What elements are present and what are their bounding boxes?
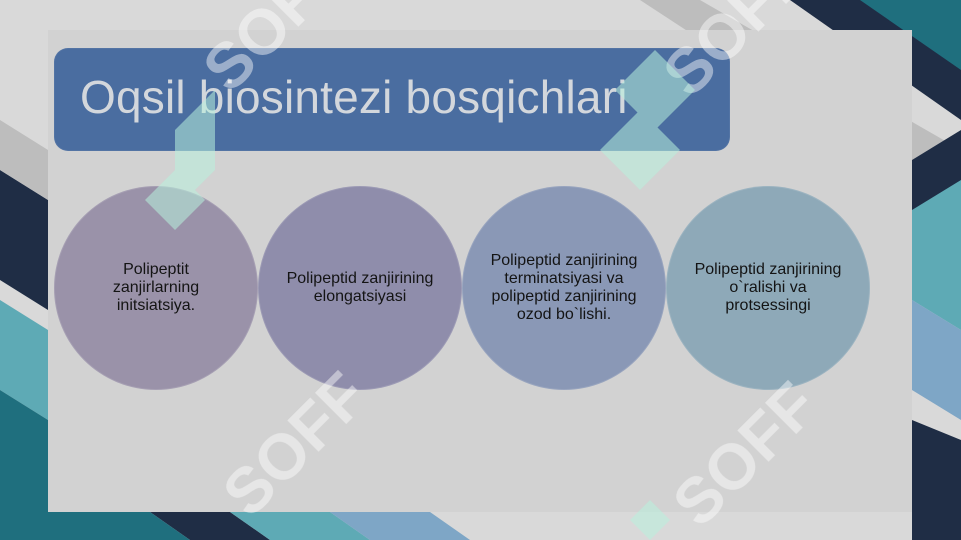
step-circle-initiation: Polipeptit zanjirlarning initsiatsiya. [54, 186, 258, 390]
step-circle-processing: Polipeptid zanjirining o`ralishi va prot… [666, 186, 870, 390]
step-circle-termination: Polipeptid zanjirining terminatsiyasi va… [462, 186, 666, 390]
step-label: Polipeptid zanjirining terminatsiyasi va… [490, 252, 638, 323]
step-label: Polipeptit zanjirlarning initsiatsiya. [112, 261, 200, 314]
title-bar: Oqsil biosintezi bosqichlari [54, 48, 730, 151]
step-circle-elongation: Polipeptid zanjirining elongatsiyasi [258, 186, 462, 390]
slide-title: Oqsil biosintezi bosqichlari [80, 71, 628, 123]
step-label: Polipeptid zanjirining o`ralishi va prot… [694, 261, 842, 314]
step-label: Polipeptid zanjirining elongatsiyasi [286, 270, 434, 305]
